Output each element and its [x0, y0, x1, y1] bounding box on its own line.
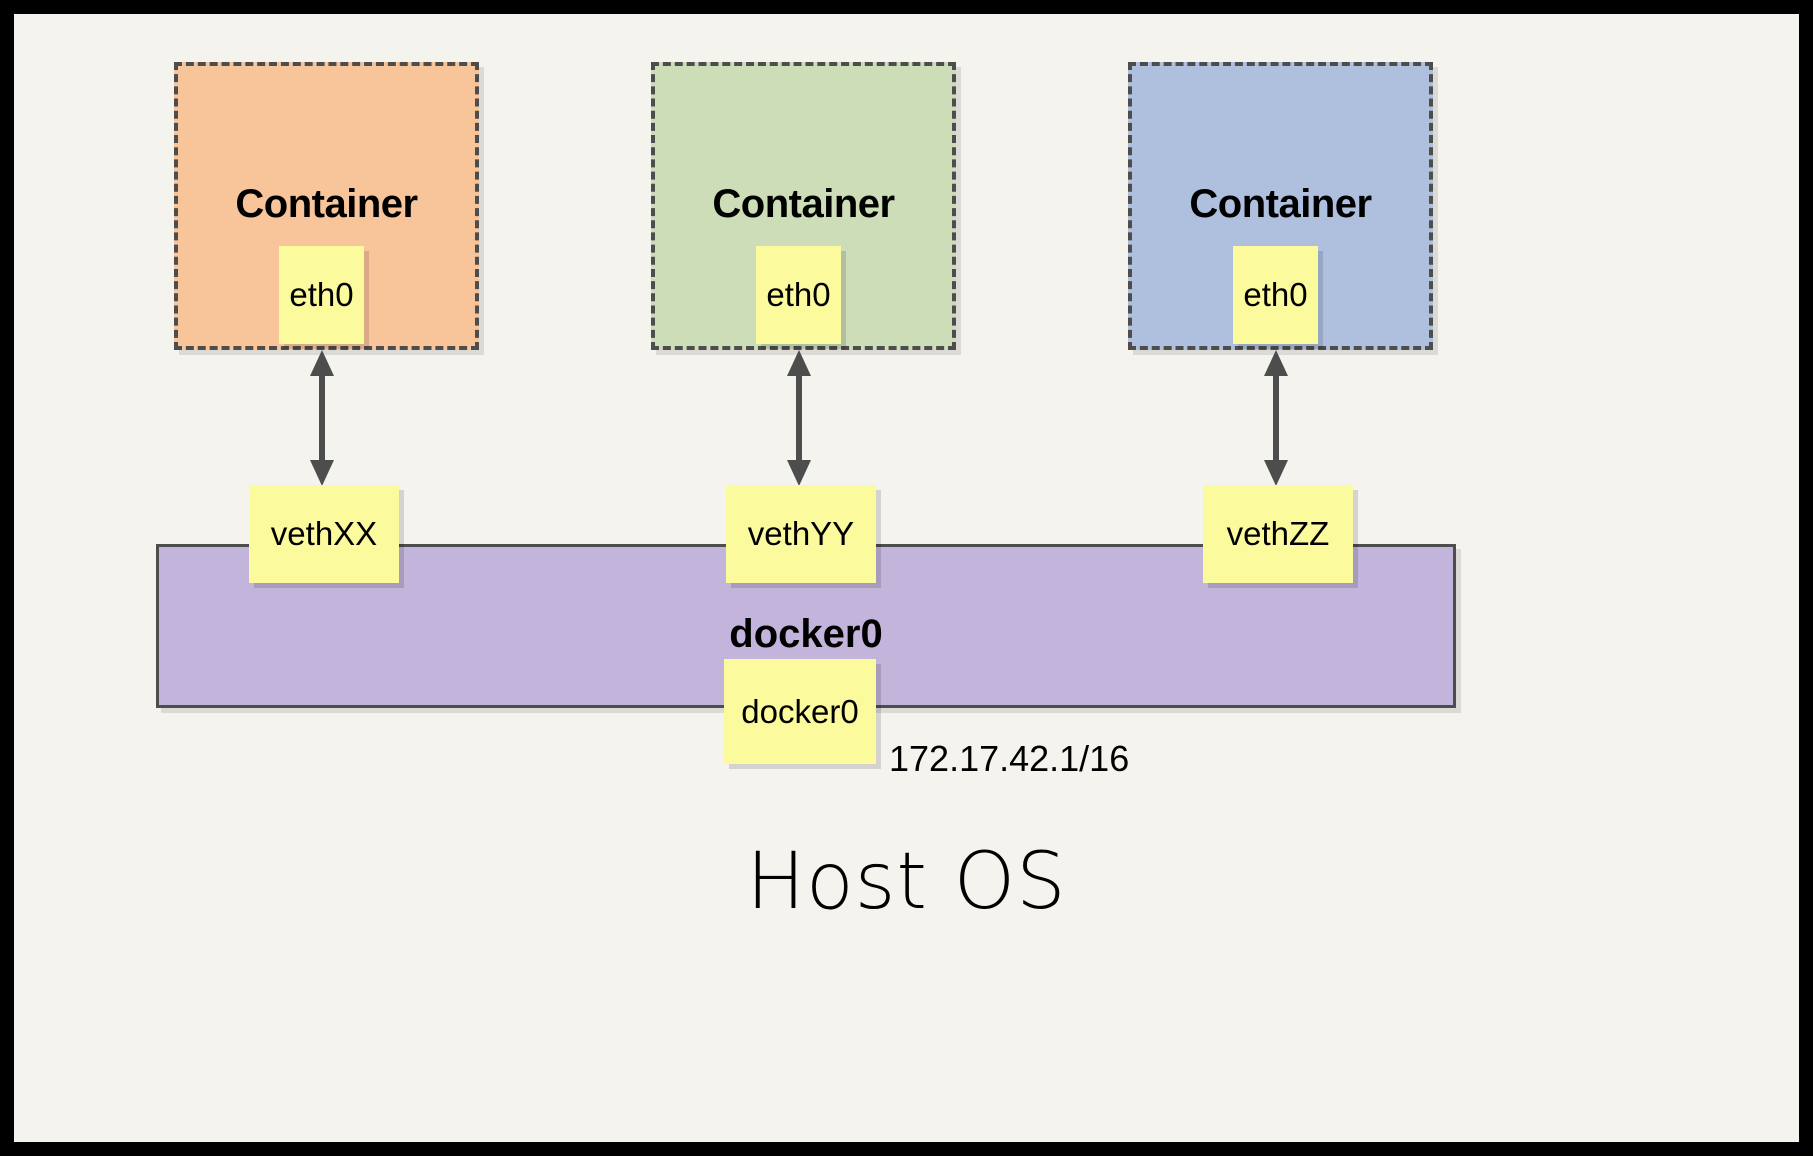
container-eth0-1: eth0 — [279, 246, 364, 344]
docker0-ip-label: 172.17.42.1/16 — [889, 738, 1130, 779]
veth-box-3: vethZZ — [1203, 485, 1353, 583]
link-arrow-1 — [304, 350, 340, 486]
link-arrow-2 — [781, 350, 817, 486]
container-title-1: Container — [235, 182, 418, 226]
container-title-3: Container — [1189, 182, 1372, 226]
container-eth0-2: eth0 — [756, 246, 841, 344]
host-os-label: Host OS — [746, 837, 1067, 927]
double-headed-arrow-icon — [787, 350, 811, 486]
link-arrow-3 — [1258, 350, 1294, 486]
docker0-bridge-label: docker0 — [729, 612, 883, 656]
double-headed-arrow-icon — [1264, 350, 1288, 486]
veth-box-1: vethXX — [249, 485, 399, 583]
double-headed-arrow-icon — [310, 350, 334, 486]
docker0-interface-box: docker0 — [724, 659, 876, 764]
container-eth0-3: eth0 — [1233, 246, 1318, 344]
veth-box-2: vethYY — [726, 485, 876, 583]
container-title-2: Container — [712, 182, 895, 226]
